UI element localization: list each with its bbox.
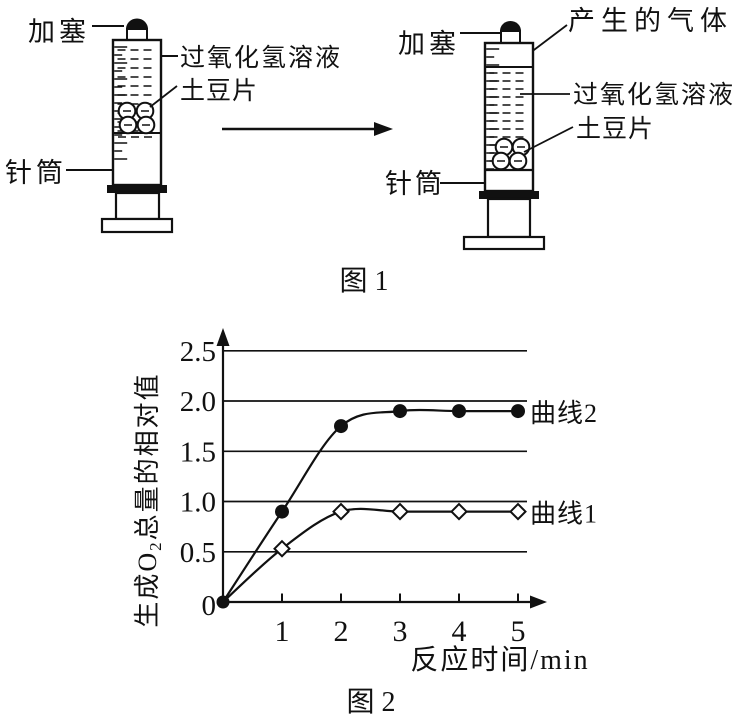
curve-path-1 — [222, 408, 518, 603]
right-potato-leader-line — [523, 126, 574, 153]
chart-series-area: 0 0.5 1.0 1.5 2.0 2.5 1 2 3 4 5 曲线2 曲线1 — [180, 336, 598, 648]
right-potato-label: 土豆片 — [576, 115, 654, 143]
y-tick-label: 0 — [202, 590, 217, 622]
chart-gridlines — [223, 349, 527, 553]
y-tick-label: 1.5 — [180, 436, 216, 468]
left-potato-label: 土豆片 — [180, 77, 258, 105]
x-tick-label: 4 — [452, 615, 467, 648]
y-axis-title: 生成O2总量的相对值 — [133, 372, 165, 627]
y-tick-label: 2.0 — [180, 386, 216, 418]
series-label: 曲线1 — [530, 500, 598, 529]
arrow-head — [374, 122, 393, 136]
x-axis-title: 反应时间/min — [410, 644, 589, 676]
open-diamond-marker — [391, 502, 409, 521]
filled-circle-marker — [393, 404, 407, 419]
right-potato-slices — [491, 137, 531, 171]
left-plunger-seal — [107, 185, 167, 193]
x-axis-arrow-icon — [530, 595, 547, 609]
curve-path-2 — [222, 507, 518, 603]
right-syringe-neck — [500, 30, 521, 44]
y-tick-label: 0.5 — [180, 537, 216, 569]
left-solution-label: 过氧化氢溶液 — [180, 44, 342, 72]
x-tick-label: 5 — [511, 615, 526, 648]
filled-circle-marker — [275, 504, 289, 519]
open-diamond-marker — [332, 502, 350, 521]
left-stopper-label: 加塞 — [28, 17, 90, 47]
left-potato-leader-line — [149, 85, 178, 108]
right-stopper-icon — [500, 21, 521, 31]
filled-circle-marker — [511, 404, 525, 419]
left-syringe-label: 针筒 — [5, 158, 67, 188]
left-potato-slices — [117, 101, 156, 135]
figure2-caption: 图 2 — [346, 687, 395, 718]
right-plunger-seal — [479, 191, 539, 199]
right-stopper-label: 加塞 — [398, 29, 460, 59]
x-tick-label: 3 — [393, 615, 408, 648]
series-label: 曲线2 — [530, 399, 598, 428]
o2-chart: 0 0.5 1.0 1.5 2.0 2.5 1 2 3 4 5 曲线2 曲线1 生成O2总量的相对值 反… — [133, 328, 598, 676]
left-stopper-icon — [126, 18, 148, 29]
right-plunger-rod — [486, 197, 532, 239]
filled-circle-marker — [334, 419, 348, 434]
x-tick-label: 2 — [334, 615, 349, 648]
right-plunger-base — [462, 235, 546, 251]
open-diamond-marker — [273, 539, 291, 558]
right-syringe-label: 针筒 — [385, 169, 445, 199]
left-plunger-rod — [114, 191, 161, 221]
y-tick-label: 1.0 — [180, 487, 216, 519]
left-plunger-base — [100, 217, 174, 234]
filled-circle-marker — [452, 404, 466, 419]
right-solution-label: 过氧化氢溶液 — [573, 81, 735, 109]
left-syringe: 加塞 针筒 过氧化氢溶液 土豆片 — [5, 17, 342, 234]
left-syringe-neck — [126, 28, 148, 41]
y-axis-arrow-icon — [216, 328, 230, 346]
open-diamond-marker — [450, 502, 468, 521]
figure1-caption: 图 1 — [339, 266, 388, 297]
right-syringe: 产生的气体 加塞 针筒 过氧化氢溶液 土豆片 — [385, 6, 735, 251]
open-diamond-marker — [509, 502, 527, 521]
y-tick-label: 2.5 — [180, 336, 216, 368]
origin-point — [216, 595, 230, 609]
reaction-arrow-icon — [222, 122, 393, 136]
right-gas-label: 产生的气体 — [568, 6, 733, 36]
x-tick-label: 1 — [275, 615, 290, 648]
